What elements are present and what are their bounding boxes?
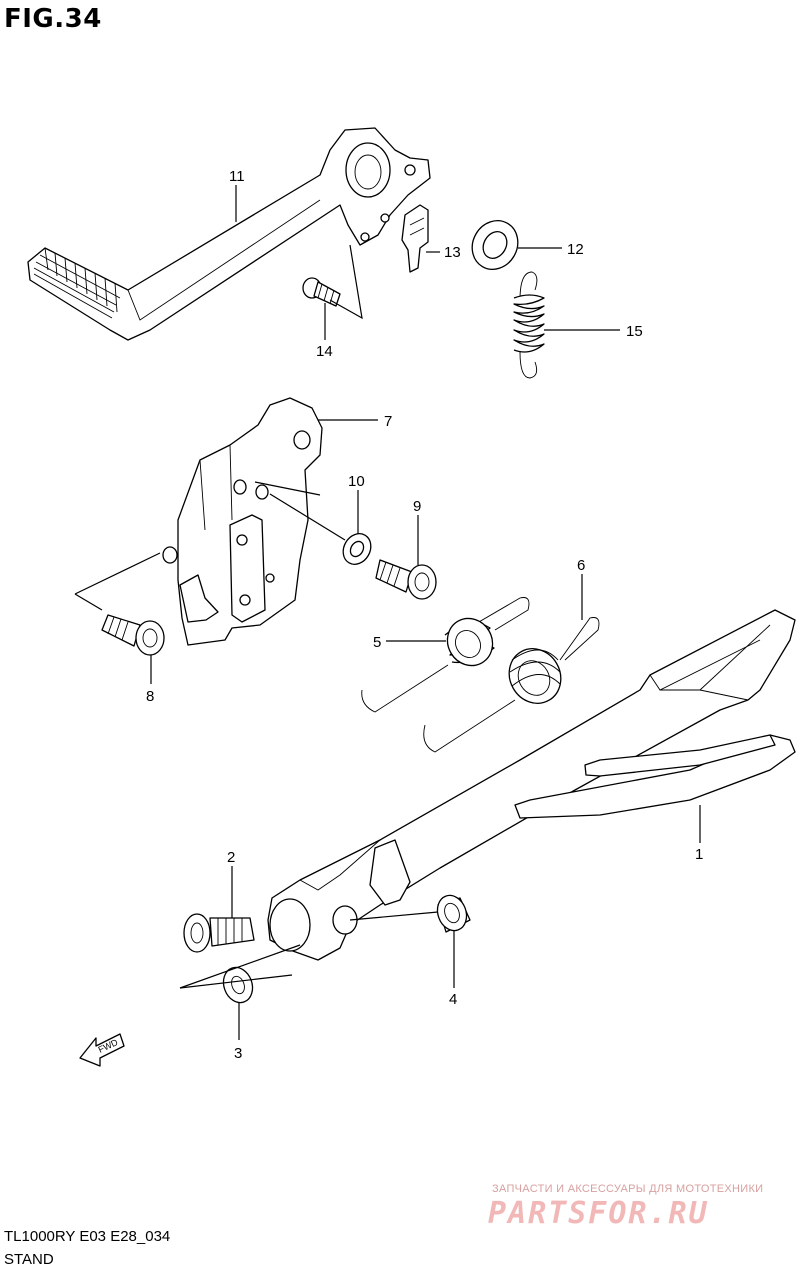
callout-8[interactable]: 8 — [146, 688, 154, 705]
bolt-part-2[interactable] — [183, 913, 255, 953]
callout-14[interactable]: 14 — [316, 343, 333, 360]
watermark-logo: PARTSFOR.RU — [488, 1196, 709, 1231]
side-stand-part-1[interactable] — [267, 609, 796, 961]
callout-6[interactable]: 6 — [577, 557, 585, 574]
bolt-part-9[interactable] — [375, 559, 437, 600]
bolt-part-8[interactable] — [101, 614, 165, 656]
callout-3[interactable]: 3 — [234, 1045, 242, 1062]
washer-part-3[interactable] — [219, 963, 258, 1006]
pedal-part-11[interactable] — [27, 127, 431, 341]
figure-title: FIG.34 — [4, 4, 102, 34]
callout-4[interactable]: 4 — [449, 991, 457, 1008]
callout-13[interactable]: 13 — [444, 244, 461, 261]
callout-5[interactable]: 5 — [373, 634, 381, 651]
washer-part-10[interactable] — [338, 529, 377, 570]
bracket-part-7[interactable] — [162, 397, 323, 646]
callout-2[interactable]: 2 — [227, 849, 235, 866]
callout-10[interactable]: 10 — [348, 473, 365, 490]
spring-part-15[interactable] — [513, 271, 545, 379]
callout-1[interactable]: 1 — [695, 846, 703, 863]
watermark-tagline: ЗАПЧАСТИ И АКСЕССУАРЫ ДЛЯ МОТОТЕХНИКИ — [492, 1183, 764, 1195]
section-name: STAND — [4, 1251, 54, 1268]
bolt-part-14[interactable] — [302, 277, 341, 307]
washer-part-12[interactable] — [463, 212, 526, 277]
fwd-arrow-icon — [79, 1033, 125, 1067]
callout-15[interactable]: 15 — [626, 323, 643, 340]
callout-7[interactable]: 7 — [384, 413, 392, 430]
callout-11[interactable]: 11 — [229, 168, 245, 185]
spring-part-5[interactable] — [361, 597, 530, 713]
callout-12[interactable]: 12 — [567, 241, 584, 258]
callout-9[interactable]: 9 — [413, 498, 421, 515]
bushing-part-4[interactable] — [433, 891, 472, 934]
clip-part-13[interactable] — [401, 204, 429, 273]
spring-part-6[interactable] — [423, 617, 600, 753]
model-code: TL1000RY E03 E28_034 — [4, 1228, 171, 1245]
